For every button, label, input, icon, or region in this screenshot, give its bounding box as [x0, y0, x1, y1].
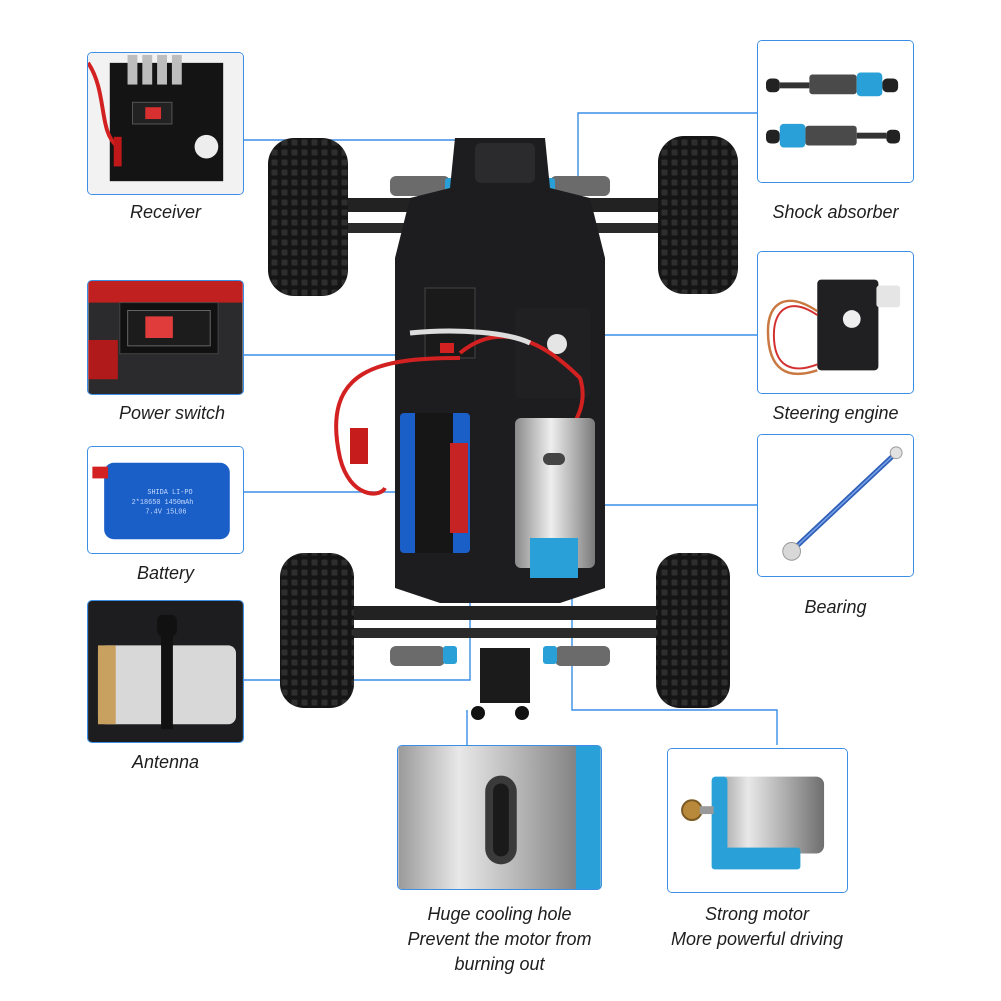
panel-antenna — [87, 600, 244, 743]
receiver-image — [88, 53, 243, 194]
caption-battery: Battery — [136, 563, 195, 583]
caption-cooling-line-3: burning out — [454, 954, 545, 974]
caption-antenna: Antenna — [131, 752, 200, 772]
bearing-image — [758, 435, 913, 576]
battery-print-2: 2*18650 1450mAh — [132, 499, 194, 507]
battery-print-1: SHIDA LI-PO — [147, 489, 192, 497]
cooling-hole-image — [398, 746, 601, 889]
power-switch-image — [88, 281, 243, 394]
panel-battery: SHIDA LI-PO 2*18650 1450mAh 7.4V 15L06 — [87, 446, 244, 554]
front-left-wheel — [268, 138, 348, 296]
caption-cooling-line-2: Prevent the motor from — [407, 929, 592, 949]
antenna-image — [88, 601, 243, 742]
panel-shock-absorber — [757, 40, 914, 183]
caption-motor-line-2: More powerful driving — [670, 929, 844, 949]
panel-bearing — [757, 434, 914, 577]
battery-pack — [400, 413, 470, 553]
caption-receiver: Receiver — [129, 202, 202, 222]
panel-strong-motor — [667, 748, 848, 893]
caption-cooling-hole: Huge cooling hole Prevent the motor from… — [367, 902, 632, 977]
panel-cooling-hole — [397, 745, 602, 890]
strong-motor-image — [668, 749, 847, 892]
caption-cooling-line-1: Huge cooling hole — [427, 904, 572, 924]
battery-print-3: 7.4V 15L06 — [145, 509, 186, 517]
caption-motor-line-1: Strong motor — [704, 904, 810, 924]
panel-receiver — [87, 52, 244, 195]
shock-absorber-image — [758, 41, 913, 182]
rear-left-wheel — [280, 553, 354, 708]
caption-steering-engine: Steering engine — [772, 403, 899, 423]
caption-shock-absorber: Shock absorber — [772, 202, 899, 222]
caption-strong-motor: Strong motor More powerful driving — [642, 902, 872, 952]
battery-image: SHIDA LI-PO 2*18650 1450mAh 7.4V 15L06 — [88, 447, 243, 553]
rear-right-wheel — [656, 553, 730, 708]
rc-car-chassis — [268, 136, 738, 720]
steering-engine-image — [758, 252, 913, 393]
panel-power-switch — [87, 280, 244, 395]
front-right-wheel — [658, 136, 738, 294]
leader-shock — [577, 112, 757, 185]
caption-power-switch: Power switch — [118, 403, 226, 423]
main-motor — [515, 418, 595, 578]
caption-bearing: Bearing — [804, 597, 867, 617]
panel-steering-engine — [757, 251, 914, 394]
